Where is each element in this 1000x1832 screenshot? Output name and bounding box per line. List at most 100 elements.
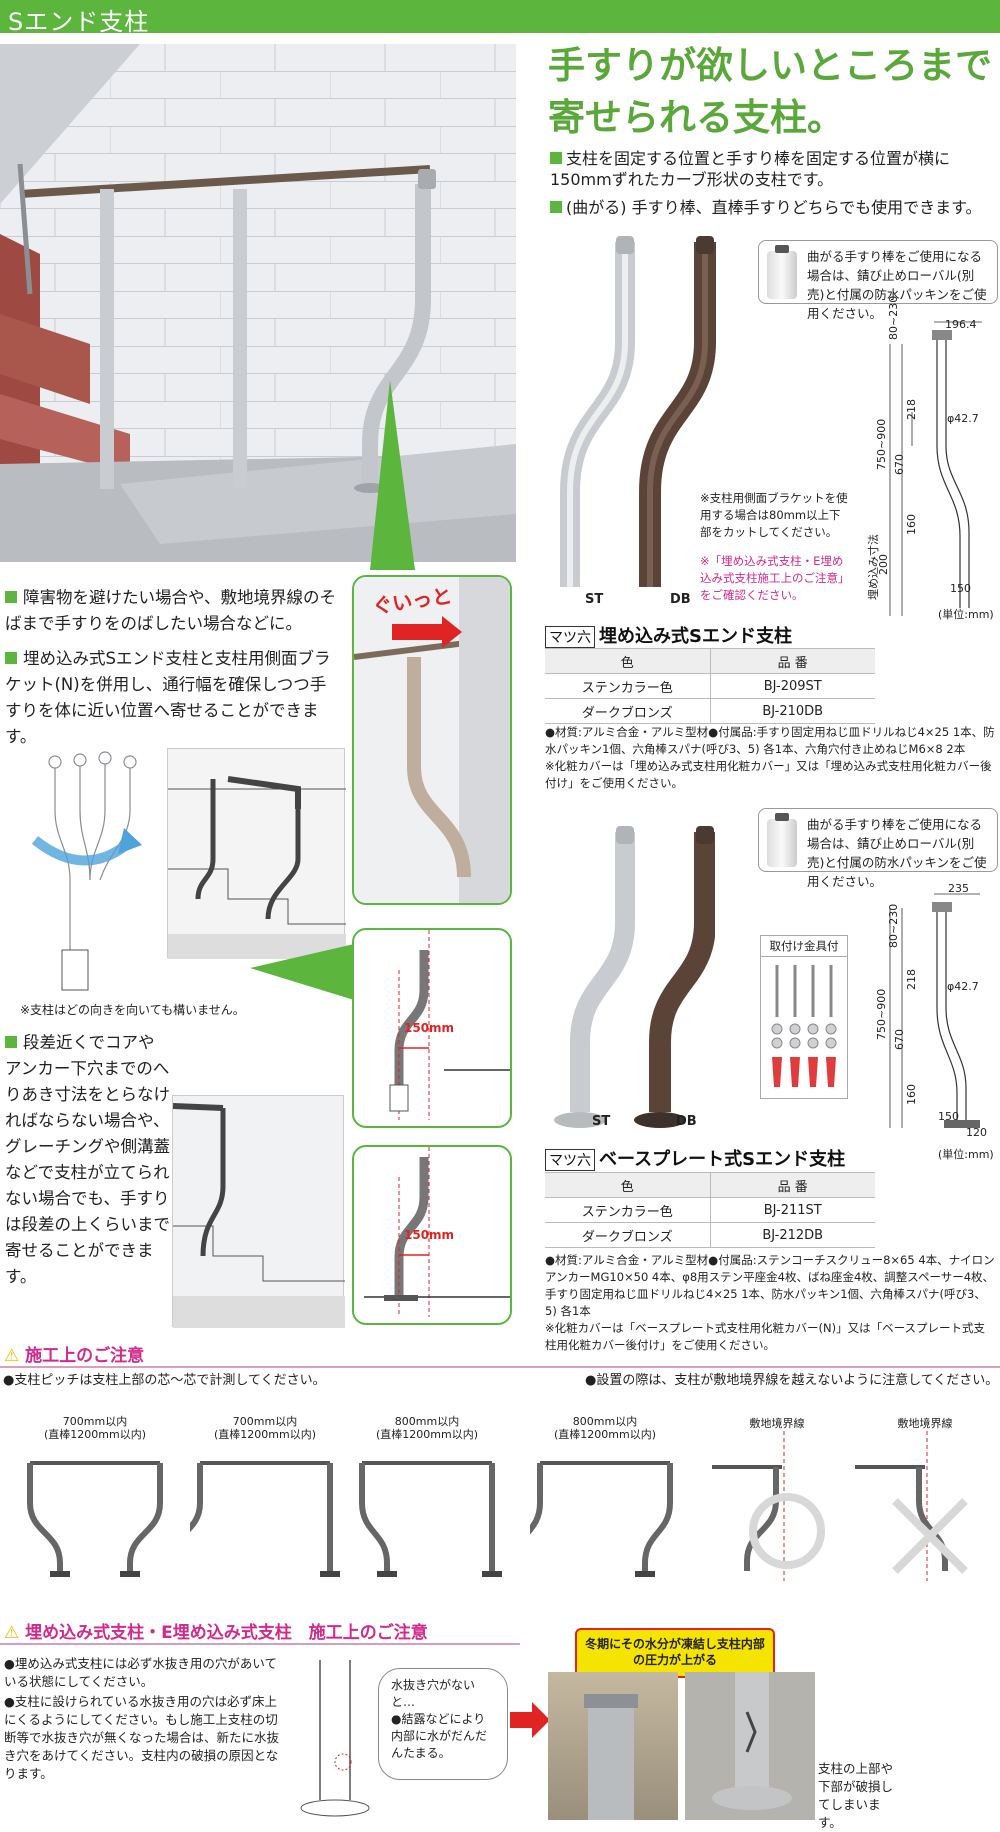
offset-panel-2: 150mm (352, 1145, 512, 1325)
side-bullet-1: 障害物を避けたい場合や、敷地境界線のそばまで手すりをのばしたい場合などに。 (5, 585, 340, 637)
embedded-dim-top: 196.4 (945, 318, 977, 331)
intro-bullet-2-text: (曲がる) 手すり棒、直棒手すりどちらでも使用できます。 (566, 198, 982, 217)
col-code: 品 番 (710, 648, 875, 674)
embedded-dim-f: 160 (905, 514, 918, 535)
baseplate-spec-2: ※化粧カバーは「ベースプレート式支柱用化粧カバー(N)」又は「ベースプレート式支… (545, 1321, 986, 1352)
intro-bullet-1-text: 支柱を固定する位置と手すり棒を固定する位置が横に150mmずれたカーブ形状の支柱… (550, 149, 951, 189)
baseplate-product-title: マツ六ベースプレート式Sエンド支柱 (545, 1145, 845, 1171)
rotation-illustration (31, 751, 142, 991)
baseplate-dim-b: 750~900 (875, 988, 888, 1040)
stair-illustration-1 (167, 748, 346, 959)
green-square-icon (5, 652, 17, 664)
caution-2-note-2: ●支柱に設けられている水抜き用の穴は必ず床上にくるようにしてください。もし施工上… (4, 1694, 280, 1781)
offset-panel-1: 150mm (352, 928, 512, 1128)
green-square-icon (5, 591, 17, 603)
note-box-middle: 曲がる手すり棒をご使用になる場合は、錆び止めローバル(別売)と付属の防水パッキン… (758, 808, 998, 889)
baseplate-dimension-drawing (889, 893, 980, 1128)
col-color: 色 (545, 1172, 711, 1198)
row-color: ステンカラー色 (545, 673, 711, 699)
pitch-top: 700mm以内 (62, 1415, 128, 1428)
rust-proof-bottle-icon (767, 813, 797, 867)
note-box-top: 曲がる手すり棒をご使用になる場合は、錆び止めローバル(別売)と付属の防水パッキン… (758, 240, 998, 321)
stair-illustration-2 (172, 1095, 345, 1328)
frozen-post-photo-2 (685, 1672, 815, 1820)
baseplate-label-db: DB (676, 1114, 697, 1129)
hero-photo (0, 44, 516, 562)
baseplate-dim-h: 120 (966, 1126, 987, 1139)
embedded-label-st: ST (585, 592, 604, 607)
embedded-post-photos (560, 236, 716, 587)
baseplate-dim-f: 160 (905, 1084, 918, 1105)
caution-1-divider (0, 1366, 1000, 1368)
embedded-dim-a: 80~230 (887, 295, 900, 340)
bubble-title: 水抜き穴がないと… (391, 1678, 476, 1709)
baseplate-spec-1: ●材質:アルミ合金・アルミ型材●付属品:ステンコーチスクリュー8×65 4本、ナ… (545, 1253, 995, 1318)
pitch-top: 800mm以内 (394, 1415, 460, 1428)
caution-2-divider (0, 1643, 520, 1645)
embedded-product-title: マツ六埋め込み式Sエンド支柱 (545, 622, 792, 648)
embedded-spec-text: ●材質:アルミ合金・アルミ型材●付属品:手すり固定用ねじ皿ドリルねじ4×25 1… (545, 724, 995, 792)
headline-line-1: 手すりが欲しいところまで (548, 44, 992, 87)
intro-bullet-1: 支柱を固定する位置と手すり棒を固定する位置が横に150mmずれたカーブ形状の支柱… (550, 148, 990, 190)
section-header-bar: Sエンド支柱 (0, 0, 1000, 36)
caution-1-title-text: 施工上のご注意 (25, 1346, 145, 1366)
baseplate-spec-text: ●材質:アルミ合金・アルミ型材●付属品:ステンコーチスクリュー8×65 4本、ナ… (545, 1252, 995, 1354)
pitch-bottom: (直棒1200mm以内) (375, 1428, 478, 1441)
mounting-parts-box: 取付け金具付 (760, 935, 848, 1099)
rust-proof-bottle-icon (767, 245, 797, 299)
offset-label-2: 150mm (404, 1228, 455, 1242)
embedded-dimension-drawing (889, 321, 982, 616)
pitch-top: 800mm以内 (572, 1415, 638, 1428)
headline: 手すりが欲しいところまで 寄せられる支柱。 (548, 40, 998, 144)
pitch-diagram-2: 700mm以内 (直棒1200mm以内) (190, 1415, 340, 1585)
step-bullet-text: 段差近くでコアやアンカー下穴までのへりあき寸法をとらなければならない場合や、グレ… (5, 1033, 170, 1286)
rotate-note: ※支柱はどの向きを向いても構いません。 (20, 1003, 245, 1017)
embedded-product-name: 埋め込み式Sエンド支柱 (599, 626, 792, 647)
offset-label-1: 150mm (404, 1021, 455, 1035)
table-header-row: 色品 番 (545, 1172, 875, 1198)
green-square-icon (550, 201, 562, 213)
embedded-label-db: DB (670, 592, 691, 607)
side-bullet-1-text: 障害物を避けたい場合や、敷地境界線のそばまで手すりをのばしたい場合などに。 (5, 588, 337, 633)
parts-label: 取付け金具付 (761, 936, 847, 957)
caution-2-title: ⚠ 埋め込み式支柱・E埋め込み式支柱 施工上のご注意 (4, 1618, 428, 1643)
warning-icon: ⚠ (4, 1346, 20, 1366)
row-code: BJ-212DB (710, 1222, 875, 1248)
table-header-row: 色品 番 (545, 648, 875, 674)
embedded-pink-note: ※「埋め込み式支柱・E埋め込み式支柱施工上のご注意」をご確認ください。 (700, 554, 850, 602)
row-color: ダークブロンズ (545, 698, 711, 724)
green-square-icon (550, 152, 562, 164)
row-color: ダークブロンズ (545, 1222, 711, 1248)
baseplate-dim-a: 80~230 (887, 903, 900, 948)
pitch-top: 700mm以内 (232, 1415, 298, 1428)
boundary-ng-diagram: 敷地境界線 (855, 1415, 995, 1585)
note-box-middle-text: 曲がる手すり棒をご使用になる場合は、錆び止めローバル(別売)と付属の防水パッキン… (807, 817, 987, 889)
embedded-dim-embed: 埋め込み寸法 (867, 534, 880, 600)
drain-hole-diagram (300, 1660, 370, 1817)
pitch-bottom: (直棒1200mm以内) (43, 1428, 146, 1441)
caution-1-left-note: ●支柱ピッチは支柱上部の芯～芯で計測してください。 (3, 1373, 326, 1388)
caution-2-title-text: 埋め込み式支柱・E埋め込み式支柱 施工上のご注意 (25, 1623, 428, 1643)
pitch-diagram-3: 800mm以内 (直棒1200mm以内) (352, 1415, 502, 1585)
embedded-dim-e: 670 (893, 454, 906, 475)
embedded-dim-c: 218 (905, 399, 918, 420)
embedded-unit: (単位:mm) (938, 608, 994, 621)
row-color: ステンカラー色 (545, 1197, 711, 1223)
baseplate-dim-c: 218 (905, 969, 918, 990)
embedded-dim-d: φ42.7 (947, 412, 979, 425)
col-code: 品 番 (710, 1172, 875, 1198)
col-color: 色 (545, 648, 711, 674)
embedded-dim-h: 150 (950, 582, 971, 595)
boundary-label: 敷地境界線 (897, 1417, 953, 1430)
brand-badge: マツ六 (545, 626, 595, 648)
note-box-top-text: 曲がる手すり棒をご使用になる場合は、錆び止めローバル(別売)と付属の防水パッキン… (807, 249, 987, 321)
ng-cross-icon (892, 1498, 968, 1574)
embedded-spec-1: ●材質:アルミ合金・アルミ型材●付属品:手すり固定用ねじ皿ドリルねじ4×25 1… (545, 725, 995, 756)
baseplate-unit: (単位:mm) (938, 1148, 994, 1161)
guitto-panel: ぐいっと (352, 575, 512, 905)
baseplate-dim-top: 235 (948, 882, 969, 895)
